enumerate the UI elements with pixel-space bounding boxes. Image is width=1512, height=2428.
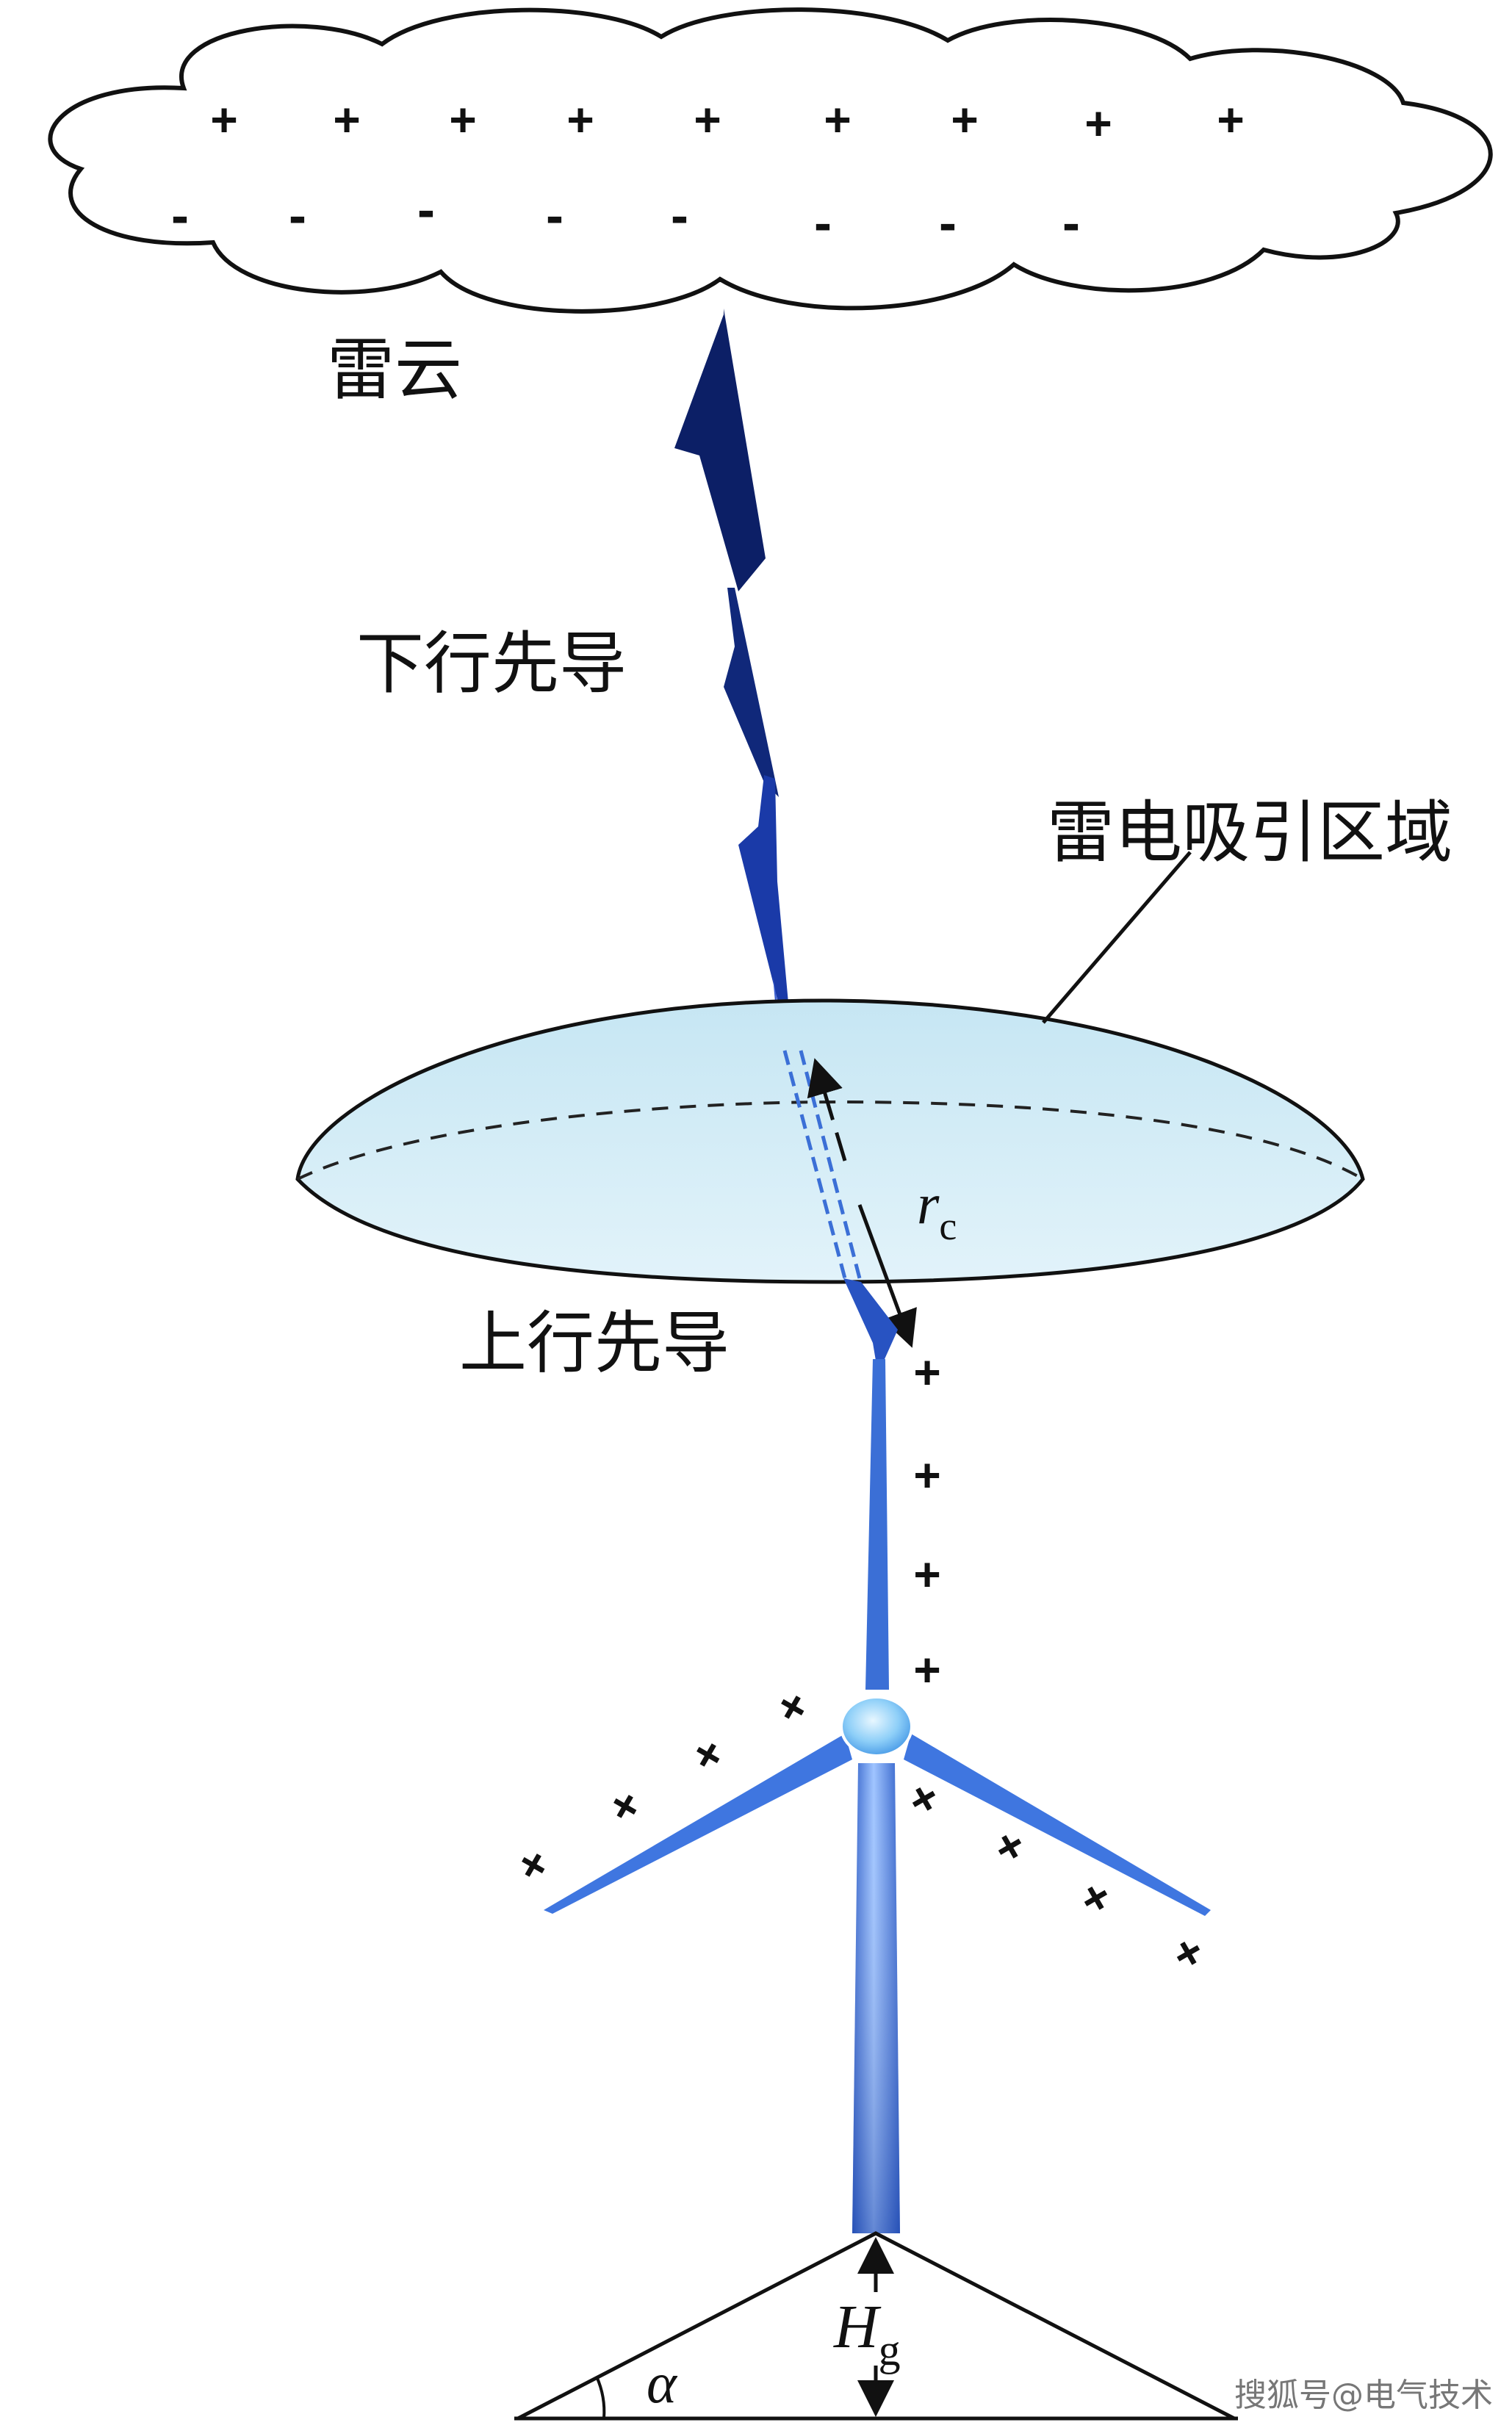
upward-leader: [843, 1278, 898, 1374]
rc-label: rc: [917, 1172, 957, 1248]
leader-dashed-inside-zone: [782, 1050, 847, 1279]
attraction-zone-label: 雷电吸引区域: [1047, 793, 1452, 872]
charge-minus: -: [171, 187, 189, 245]
charge-minus: -: [417, 181, 435, 239]
charge-plus: +: [566, 93, 594, 146]
turbine-blade-right: [904, 1734, 1211, 1916]
charge-plus: +: [913, 1449, 940, 1502]
charge-minus: -: [546, 187, 564, 245]
rc-dimension-arrow-down: [857, 1204, 917, 1348]
charge-plus: +: [1217, 93, 1244, 146]
charge-plus: +: [913, 1346, 940, 1399]
charge-plus: +: [984, 1817, 1034, 1876]
turbine-hub: [840, 1696, 913, 1757]
turbine-mast-upper: [865, 1359, 889, 1690]
charge-minus: -: [939, 194, 957, 253]
leader-dashed-inside-zone-2: [799, 1050, 862, 1279]
cloud-negative-charges: - - - - - - - -: [171, 181, 1080, 253]
charge-plus: +: [694, 93, 721, 146]
charge-plus: +: [210, 93, 237, 146]
charge-plus: +: [768, 1677, 818, 1737]
charge-plus: +: [1070, 1868, 1120, 1928]
watermark: 搜狐号@电气技术: [1234, 2377, 1493, 2414]
turbine-tower-shade: [852, 1763, 900, 2233]
charge-plus: +: [508, 1835, 558, 1895]
charge-plus: +: [1163, 1923, 1213, 1983]
downward-leader-lower: [738, 775, 792, 1043]
attraction-zone-equator: [297, 1100, 1364, 1181]
downward-leader-label: 下行先导: [356, 624, 627, 703]
mountain-outline: [516, 2231, 1236, 2421]
charge-plus: +: [449, 93, 476, 146]
alpha-label: α: [647, 2351, 678, 2415]
cloud-label: 雷云: [327, 331, 462, 409]
blade-right-charges: + + + +: [899, 1769, 1213, 1983]
charge-plus: +: [913, 1548, 940, 1601]
alpha-angle-arc: [595, 2376, 606, 2419]
charge-minus: -: [289, 187, 306, 245]
hg-label: Hg: [833, 2293, 901, 2374]
thundercloud: [48, 7, 1493, 314]
charge-minus: -: [814, 194, 832, 253]
attraction-zone-leader-line: [1042, 851, 1192, 1024]
mast-positive-charges: + + + +: [913, 1346, 940, 1696]
cloud-positive-charges: + + + + + + + + +: [210, 93, 1244, 150]
charge-plus: +: [913, 1643, 940, 1696]
charge-plus: +: [600, 1776, 650, 1836]
rc-dimension-arrow-up: [807, 1058, 847, 1161]
charge-plus: +: [951, 93, 978, 146]
downward-leader-middle: [724, 588, 779, 797]
attraction-zone-dome: [295, 998, 1365, 1284]
charge-plus: +: [1084, 97, 1112, 150]
charge-plus: +: [683, 1725, 733, 1784]
charge-plus: +: [333, 93, 360, 146]
turbine-blade-left: [544, 1734, 852, 1914]
upward-leader-label: 上行先导: [459, 1304, 730, 1383]
charge-minus: -: [671, 187, 688, 245]
charge-plus: +: [824, 93, 851, 146]
charge-minus: -: [1062, 194, 1080, 253]
downward-leader-upper: [674, 309, 766, 591]
